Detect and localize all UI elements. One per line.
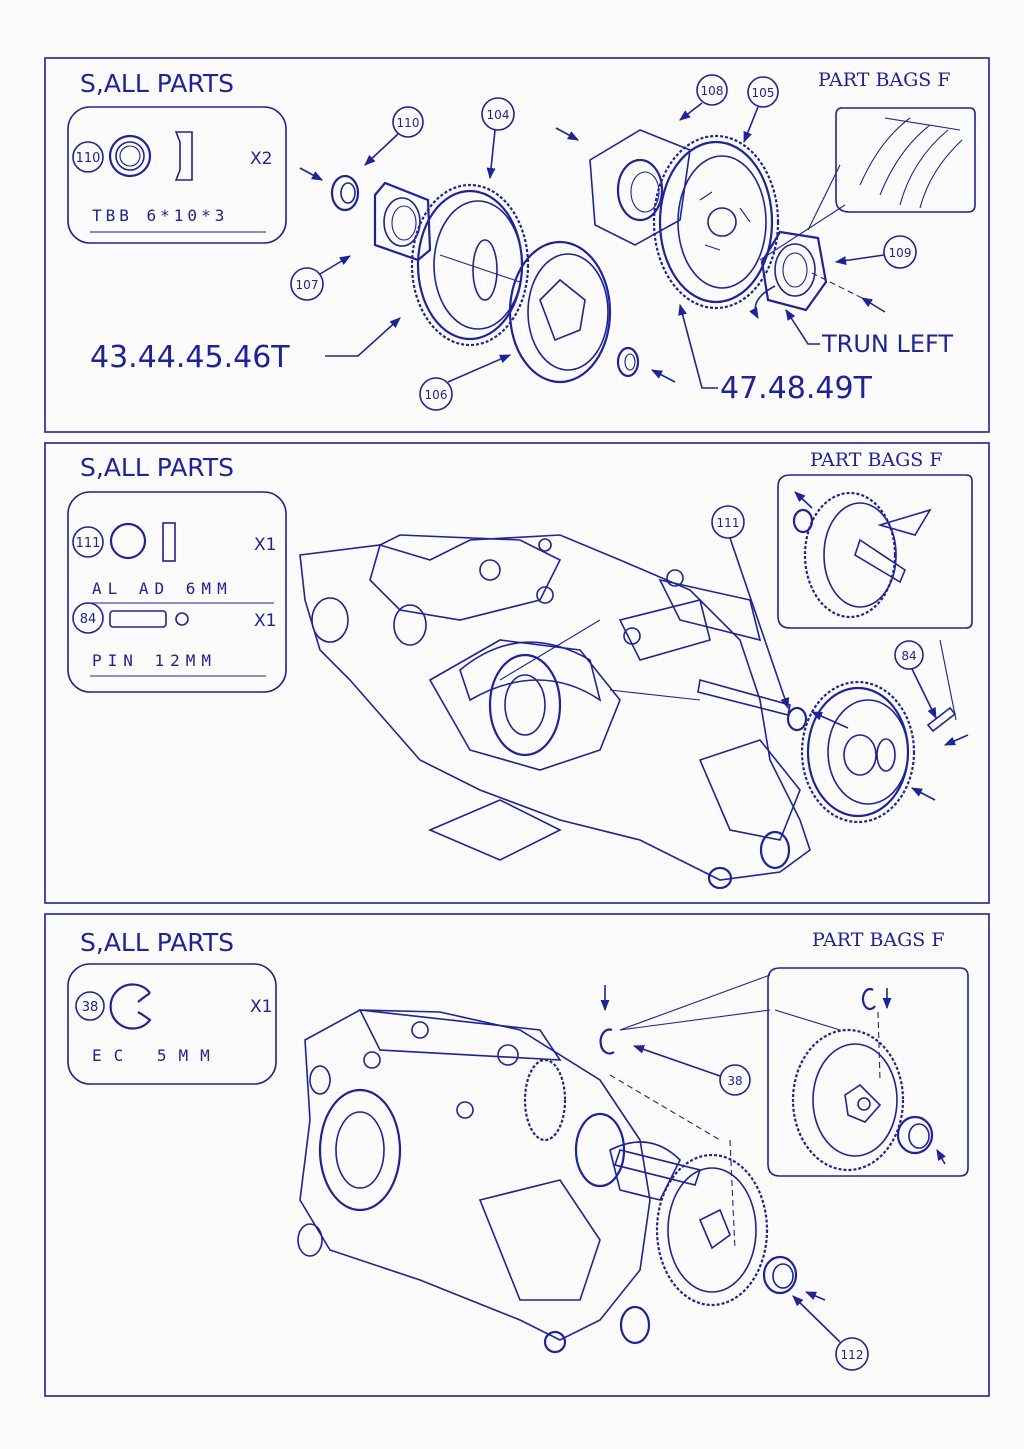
part-number-badge (72, 602, 104, 634)
slipper-plate-drawing (508, 240, 612, 384)
panel-1-title: S,ALL PARTS (80, 69, 234, 98)
svg-text:84: 84 (901, 649, 916, 663)
insertion-arrows (299, 127, 886, 383)
spacer-icon (109, 522, 147, 560)
slipper-hub-drawing (589, 129, 691, 246)
part-desc: EC 5MM (92, 1046, 222, 1065)
svg-text:108: 108 (701, 84, 724, 98)
panel-1-frame (44, 57, 990, 433)
teeth-label-b: 47.48.49T (720, 371, 873, 406)
part-desc: TBB 6*10*3 (92, 206, 228, 225)
callout-108: 108 (679, 74, 728, 121)
part-desc: AL AD 6MM (92, 579, 233, 598)
panel-1: S,ALL PARTS PART BAGS F 110 X2 TBB 6*10*… (44, 57, 990, 433)
turn-left-leader (785, 309, 820, 345)
part-qty: X1 (254, 535, 276, 555)
panel-2: S,ALL PARTS PART BAGS F 111 X1 AL AD 6MM… (44, 442, 990, 904)
svg-text:110: 110 (397, 116, 420, 130)
svg-text:112: 112 (841, 1348, 864, 1362)
svg-text:104: 104 (487, 108, 510, 122)
gear-install-drawing (786, 680, 957, 824)
panel-3-legend (67, 963, 277, 1085)
pin-end-icon (175, 612, 189, 626)
svg-text:106: 106 (425, 388, 448, 402)
part-desc: PIN 12MM (92, 651, 217, 670)
panel-1-legend (67, 106, 287, 244)
panel-2-title: S,ALL PARTS (80, 453, 234, 482)
part-qty: X2 (250, 149, 272, 169)
panel-2-legend (67, 491, 287, 693)
pin-icon (109, 610, 167, 628)
chassis-assembly-drawing (297, 1009, 702, 1354)
small-bearing-2-drawing (616, 346, 640, 378)
svg-text:107: 107 (296, 278, 319, 292)
part-number-badge (72, 526, 104, 558)
svg-text:109: 109 (889, 246, 912, 260)
e-clip-icon (109, 983, 152, 1030)
panel-1-bag: PART BAGS F (818, 69, 951, 91)
teeth-label-b-leader (678, 303, 718, 389)
turn-left-label: TRUN LEFT (821, 330, 953, 358)
callout-110: 110 (364, 106, 424, 166)
teeth-label-a: 43.44.45.46T (90, 340, 290, 375)
insertion-arrows (810, 711, 969, 801)
callout-107: 107 (290, 255, 351, 301)
callout-105: 105 (743, 76, 779, 144)
bearing-icon (108, 131, 193, 181)
callout-104: 104 (481, 97, 515, 180)
hex-nut-2-drawing (760, 230, 828, 312)
svg-text:38: 38 (727, 1074, 742, 1088)
spur-gear-2-drawing (652, 134, 780, 310)
callout-84: 84 (894, 639, 957, 721)
svg-text:105: 105 (752, 86, 775, 100)
part-qty: X1 (254, 611, 276, 631)
part-number: 110 (76, 151, 101, 166)
gear-install-drawing (609, 1074, 798, 1307)
svg-text:111: 111 (717, 516, 740, 530)
panel-3: S,ALL PARTS PART BAGS F 38 X1 EC 5MM (44, 913, 990, 1397)
panel-3-title: S,ALL PARTS (80, 928, 234, 957)
panel-2-frame (44, 442, 990, 904)
callout-109: 109 (834, 235, 917, 269)
detail-inset (777, 474, 973, 629)
chassis-assembly-drawing (299, 534, 811, 890)
callout-111: 111 (711, 505, 789, 710)
callout-38: 38 (632, 1045, 751, 1096)
detail-inset (759, 107, 976, 261)
small-bearing-drawing (330, 174, 360, 212)
part-qty: X1 (250, 997, 272, 1017)
spacer-side-icon (162, 522, 176, 562)
part-number-badge (72, 141, 104, 173)
part-number: 111 (76, 536, 101, 551)
part-number: 84 (80, 612, 97, 627)
e-clip-drawing (599, 1028, 615, 1055)
panel-3-bag: PART BAGS F (812, 929, 945, 951)
teeth-label-a-leader (325, 317, 401, 357)
panel-3-frame (44, 913, 990, 1397)
detail-inset (619, 967, 969, 1177)
part-number: 38 (82, 1000, 99, 1015)
panel-2-bag: PART BAGS F (810, 449, 943, 471)
callout-106: 106 (419, 354, 512, 411)
callout-112: 112 (792, 1291, 869, 1371)
part-number-badge (75, 991, 105, 1021)
